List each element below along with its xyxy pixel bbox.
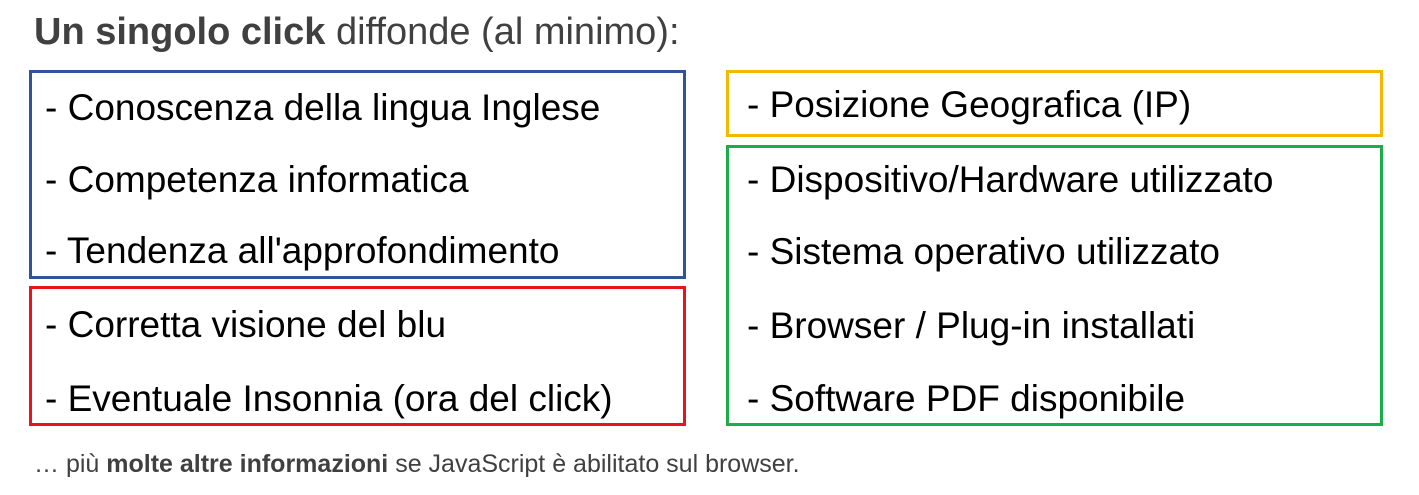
green-info-box: - Dispositivo/Hardware utilizzato - Sist… [726, 145, 1383, 426]
list-item: - Corretta visione del blu [45, 304, 447, 345]
list-item: - Sistema operativo utilizzato [747, 231, 1220, 272]
footer-prefix: … più [34, 450, 107, 478]
page-title: Un singolo click diffonde (al minimo): [34, 8, 680, 56]
list-item: - Eventuale Insonnia (ora del click) [45, 378, 613, 419]
list-item: - Browser / Plug-in installati [747, 305, 1196, 346]
yellow-info-box: - Posizione Geografica (IP) [726, 70, 1383, 137]
list-item: - Conoscenza della lingua Inglese [45, 87, 601, 128]
title-rest: diffonde (al minimo): [325, 11, 680, 53]
title-bold: Un singolo click [34, 11, 326, 53]
list-item: - Dispositivo/Hardware utilizzato [747, 159, 1274, 200]
red-info-box: - Corretta visione del blu - Eventuale I… [29, 286, 686, 426]
footer-suffix: se JavaScript è abilitato sul browser. [388, 450, 800, 478]
footer-bold: molte altre informazioni [106, 450, 389, 478]
blue-info-box: - Conoscenza della lingua Inglese - Comp… [29, 70, 686, 279]
list-item: - Posizione Geografica (IP) [747, 84, 1192, 125]
list-item: - Tendenza all'approfondimento [45, 230, 560, 271]
list-item: - Software PDF disponibile [747, 378, 1186, 419]
footer-note: … più molte altre informazioni se JavaSc… [34, 448, 800, 480]
list-item: - Competenza informatica [45, 159, 469, 200]
